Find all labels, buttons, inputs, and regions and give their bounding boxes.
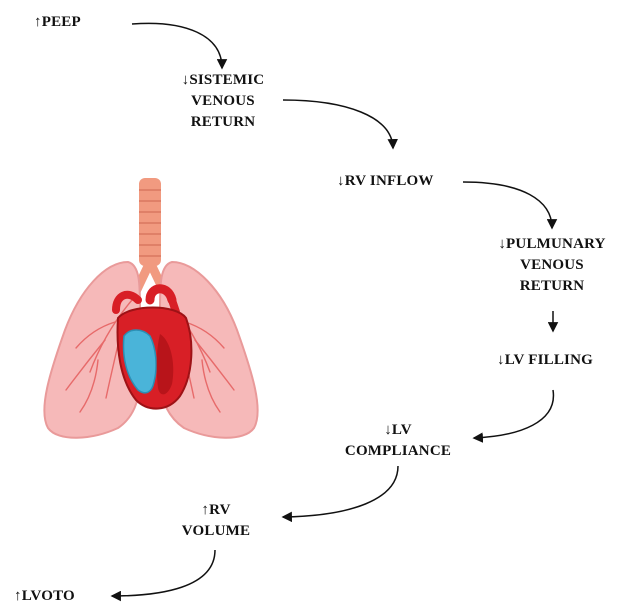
- arrow-rv-volume-to-lvoto: [112, 550, 215, 596]
- node-pulmunary-venous-return: ↓PULMUNARY VENOUS RETURN: [484, 234, 620, 297]
- node-lvoto: ↑LVOTO: [14, 586, 75, 607]
- node-pulmunary-line-1: ↓PULMUNARY: [484, 234, 620, 255]
- node-rv-volume-line-2: VOLUME: [168, 521, 264, 542]
- node-lv-compliance-line-1: ↓LV: [332, 420, 464, 441]
- node-sistemic-line-3: RETURN: [163, 112, 283, 133]
- arrow-rv-inflow-to-pulmunary: [463, 182, 552, 228]
- node-lv-compliance-line-2: COMPLIANCE: [332, 441, 464, 462]
- arrow-peep-to-sistemic: [132, 23, 222, 68]
- lungs-and-heart-illustration: [44, 178, 257, 438]
- node-rv-inflow-label: ↓RV INFLOW: [337, 171, 434, 192]
- node-peep: ↑PEEP: [34, 12, 81, 33]
- node-rv-volume-line-1: ↑RV: [168, 500, 264, 521]
- node-lv-compliance: ↓LV COMPLIANCE: [332, 420, 464, 462]
- arrow-lv-filling-to-compliance: [474, 390, 553, 438]
- arrow-compliance-to-rv-volume: [283, 466, 398, 517]
- node-sistemic-venous-return: ↓SISTEMIC VENOUS RETURN: [163, 70, 283, 133]
- node-lv-filling-label: ↓LV FILLING: [497, 350, 593, 371]
- node-sistemic-line-2: VENOUS: [163, 91, 283, 112]
- node-sistemic-line-1: ↓SISTEMIC: [163, 70, 283, 91]
- arrow-sistemic-to-rv-inflow: [283, 100, 393, 148]
- node-peep-label: ↑PEEP: [34, 12, 81, 33]
- node-pulmunary-line-2: VENOUS: [484, 255, 620, 276]
- node-lvoto-label: ↑LVOTO: [14, 586, 75, 607]
- node-rv-inflow: ↓RV INFLOW: [337, 171, 434, 192]
- node-rv-volume: ↑RV VOLUME: [168, 500, 264, 542]
- node-lv-filling: ↓LV FILLING: [497, 350, 593, 371]
- node-pulmunary-line-3: RETURN: [484, 276, 620, 297]
